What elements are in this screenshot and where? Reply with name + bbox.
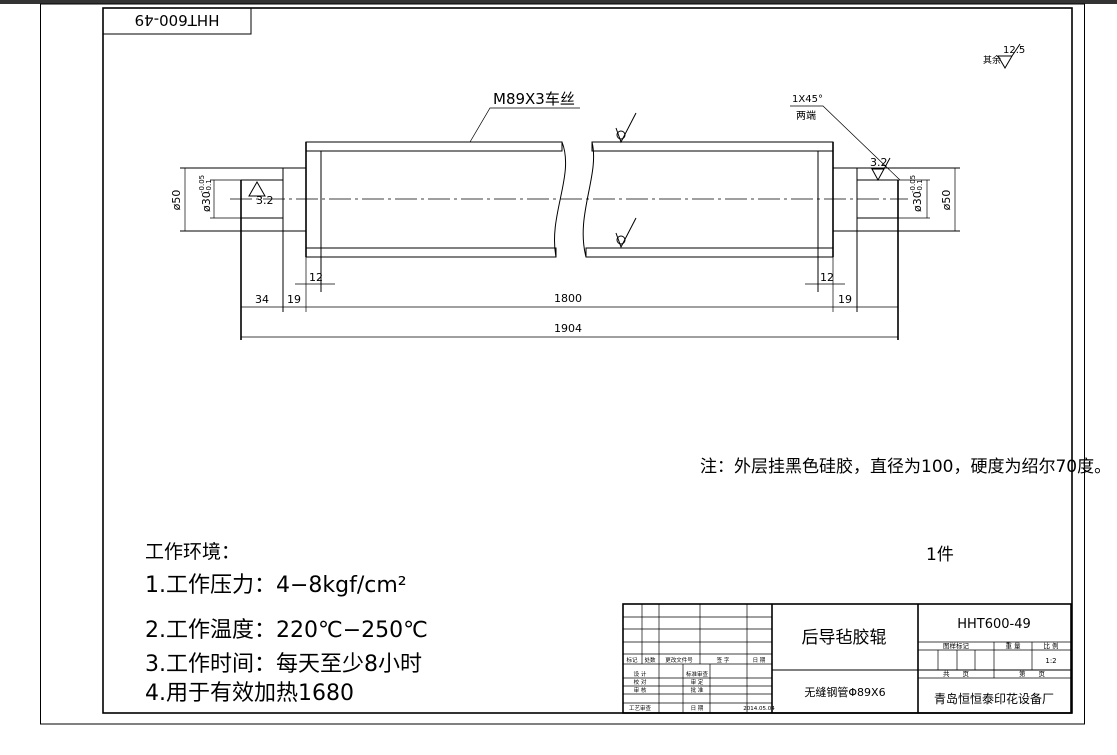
tol-upper-left: -0.05 — [198, 175, 206, 193]
company-name: 青岛恒恒泰印花设备厂 — [934, 691, 1054, 706]
role-process: 工艺审查 — [629, 704, 652, 712]
corner-code-text: HHT600-49 — [135, 11, 220, 29]
date-value: 2014.05.04 — [743, 706, 775, 712]
role-approve: 批 准 — [691, 686, 704, 694]
working-environment: 工作环境： 1.工作压力：4−8kgf/cm² 2.工作温度：220℃−250℃… — [145, 541, 428, 706]
page-number: 第 页 — [1019, 669, 1046, 678]
top-edge-bar — [0, 0, 1117, 4]
rest-roughness-symbol — [997, 43, 1021, 69]
drawing-number: HHT600-49 — [957, 617, 1031, 632]
dim-wall-left: 12 — [309, 271, 323, 284]
scale-value: 1:2 — [1045, 657, 1056, 665]
dim-step-left: 19 — [287, 293, 301, 306]
chamfer-leader — [790, 105, 901, 181]
weight-label: 重 量 — [1005, 642, 1021, 650]
surface-symbol-bottom — [615, 217, 637, 249]
role-date-label: 日 期 — [691, 705, 704, 712]
roughness-value-right: 3.2 — [870, 156, 888, 169]
dim-d30-right: ø30 — [911, 191, 924, 212]
dim-d50-left: ø50 — [170, 190, 183, 211]
dim-step-right: 19 — [838, 293, 852, 306]
dim-d50-right: ø50 — [940, 190, 953, 211]
header-count: 处数 — [644, 656, 656, 664]
tol-upper-right: -0.05 — [909, 175, 917, 193]
chamfer-note: 1X45° — [792, 94, 823, 105]
surface-symbol-top — [615, 112, 637, 144]
environment-item: 4.用于有效加热1680 — [145, 681, 354, 706]
outer-frame — [40, 3, 1085, 725]
dim-body-length: 1800 — [554, 292, 582, 305]
right-shaft — [833, 167, 960, 340]
inner-frame — [102, 7, 1073, 714]
header-mark: 标记 — [626, 656, 638, 664]
roughness-symbol-right — [871, 157, 891, 182]
chamfer-scope: 两端 — [796, 109, 816, 122]
role-review: 审 核 — [634, 686, 647, 694]
header-date: 日 期 — [753, 657, 766, 664]
tol-lower-left: -0.1 — [205, 179, 213, 193]
corner-code-box: HHT600-49 — [102, 7, 252, 35]
role-check: 校 对 — [634, 678, 647, 686]
role-std-review: 标准审查 — [686, 670, 709, 678]
title-block: 后导毡胶辊 无缝钢管Φ89X6 HHT600-49 青岛恒恒泰印花设备厂 图样标… — [622, 603, 1072, 714]
environment-title: 工作环境： — [145, 541, 240, 563]
material-note: 注：外层挂黑色硅胶，直径为100，硬度为绍尔70度。 — [700, 457, 1111, 477]
environment-item: 3.工作时间：每天至少8小时 — [145, 652, 422, 677]
environment-item: 1.工作压力：4−8kgf/cm² — [145, 573, 407, 598]
dim-total-length: 1904 — [554, 322, 582, 335]
tol-lower-right: -0.1 — [916, 179, 924, 193]
dim-d30-left: ø30 — [200, 191, 213, 212]
rest-roughness-value: 12.5 — [1003, 45, 1025, 56]
roughness-symbol-left — [248, 180, 266, 197]
dimension-lines — [241, 257, 898, 338]
role-approve-fix: 审 定 — [691, 678, 704, 686]
roughness-value-left: 3.2 — [256, 194, 274, 207]
total-pages: 共 页 — [943, 669, 970, 678]
header-signature: 签 字 — [717, 656, 730, 664]
rest-roughness-label: 其余 — [983, 54, 1001, 66]
pattern-mark-label: 图样标记 — [943, 641, 970, 650]
tube-body — [305, 141, 834, 292]
quantity: 1件 — [926, 545, 954, 565]
dim-wall-right: 12 — [820, 271, 834, 284]
part-name: 后导毡胶辊 — [802, 628, 887, 648]
role-design: 设 计 — [634, 670, 647, 678]
left-shaft — [180, 167, 306, 340]
environment-item: 2.工作温度：220℃−250℃ — [145, 618, 428, 643]
scale-label: 比 例 — [1043, 641, 1058, 650]
thread-leader — [469, 107, 580, 143]
header-change-doc: 更改文件号 — [665, 656, 693, 664]
material: 无缝钢管Φ89X6 — [804, 685, 885, 699]
thread-note: M89X3车丝 — [493, 90, 575, 108]
dim-journal-left: 34 — [255, 293, 269, 306]
